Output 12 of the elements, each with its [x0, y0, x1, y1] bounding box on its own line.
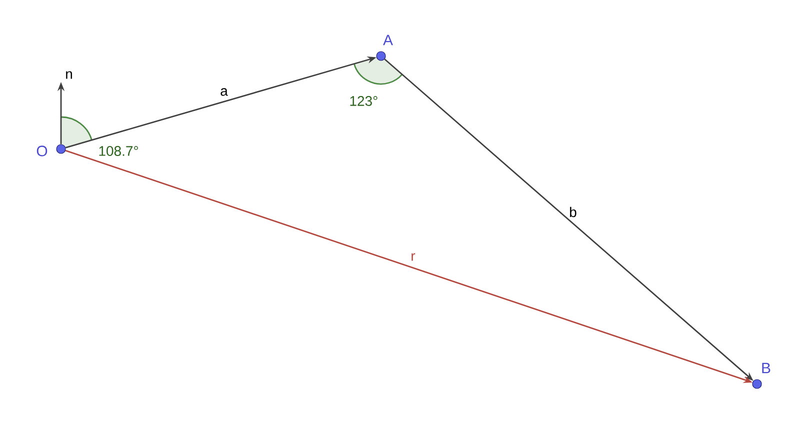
point-label: A — [383, 34, 393, 46]
edge-label: r — [410, 252, 416, 262]
point-label: B — [762, 362, 770, 374]
edge-label: n — [64, 70, 74, 80]
point-marker — [56, 144, 66, 154]
edge-label: a — [219, 87, 229, 97]
point-label: O — [36, 146, 48, 156]
point-marker — [752, 379, 762, 389]
point-marker — [376, 51, 386, 61]
edge-label: b — [568, 206, 578, 218]
angle-label: 108.7° — [99, 146, 138, 156]
angle-label: 123° — [350, 96, 378, 106]
